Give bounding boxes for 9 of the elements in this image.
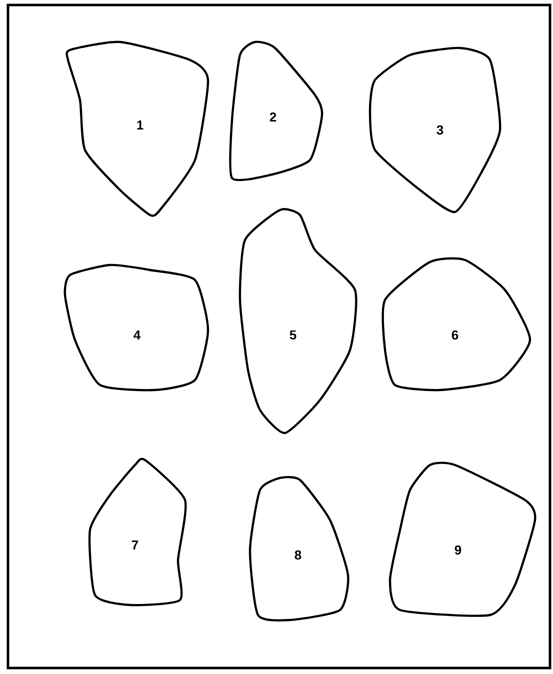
numbered-outline: 2 — [229, 40, 324, 182]
numbered-outline: 9 — [388, 462, 536, 617]
numbered-outline: 6 — [382, 257, 532, 392]
numbered-outline: 3 — [368, 46, 502, 214]
numbered-outline: 7 — [88, 458, 187, 606]
numbered-outline: 8 — [248, 476, 350, 622]
numbered-outline: 1 — [66, 40, 210, 217]
numbered-outline: 4 — [64, 264, 210, 392]
numbered-outline: 5 — [238, 208, 358, 434]
